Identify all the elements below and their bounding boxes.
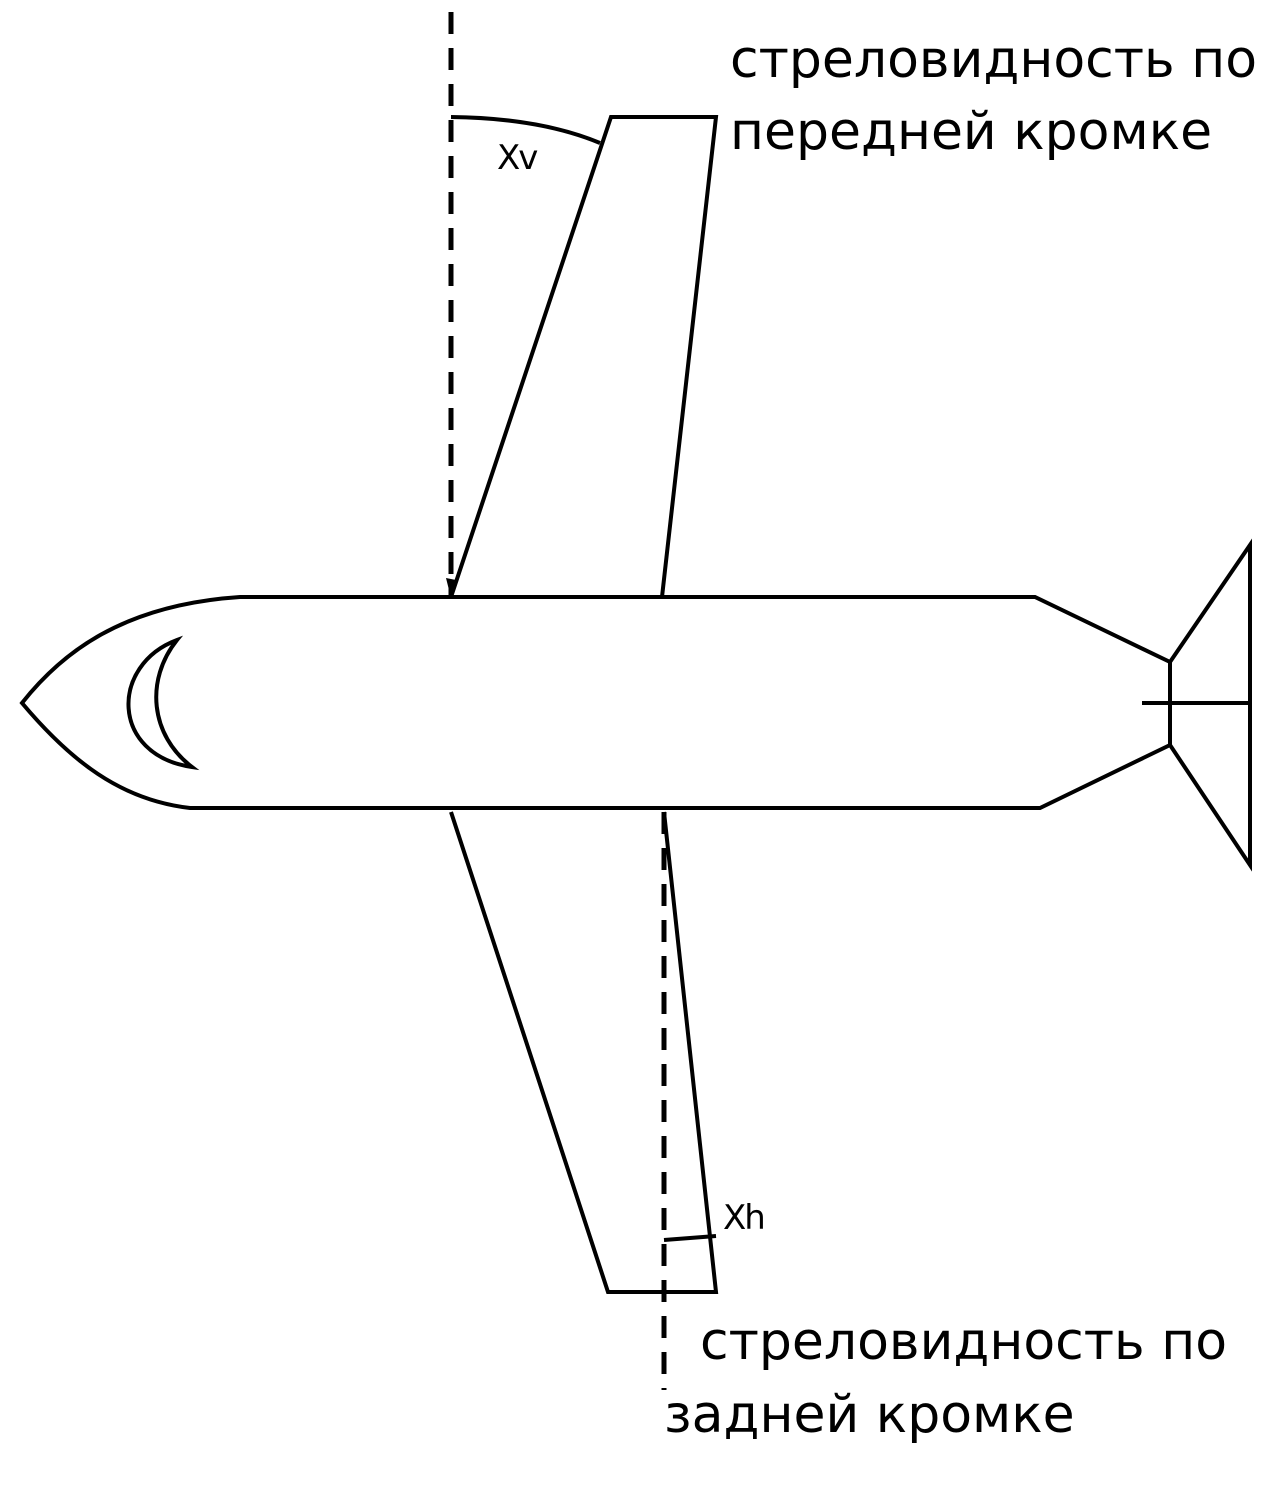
- trailing-edge-sweep-label-line1: стреловидность по: [700, 1312, 1228, 1372]
- lower-wing: [449, 811, 719, 1294]
- leading-edge-sweep-label-line2: передней кромке: [730, 102, 1213, 162]
- cockpit-window: [126, 635, 200, 771]
- trailing-edge-sweep-label-line2: задней кромке: [664, 1385, 1075, 1445]
- fuselage: [19, 595, 1172, 810]
- leading-edge-sweep-label-line1: стреловидность по: [730, 30, 1258, 90]
- trailing-edge-angle-label: Xh: [723, 1198, 766, 1238]
- leading-edge-angle-label: Xv: [497, 138, 538, 178]
- trailing-edge-angle-marker: [663, 1234, 717, 1242]
- leading-edge-arrowhead: [446, 578, 456, 598]
- leading-edge-angle-arc: [450, 115, 601, 145]
- upper-wing: [449, 115, 719, 598]
